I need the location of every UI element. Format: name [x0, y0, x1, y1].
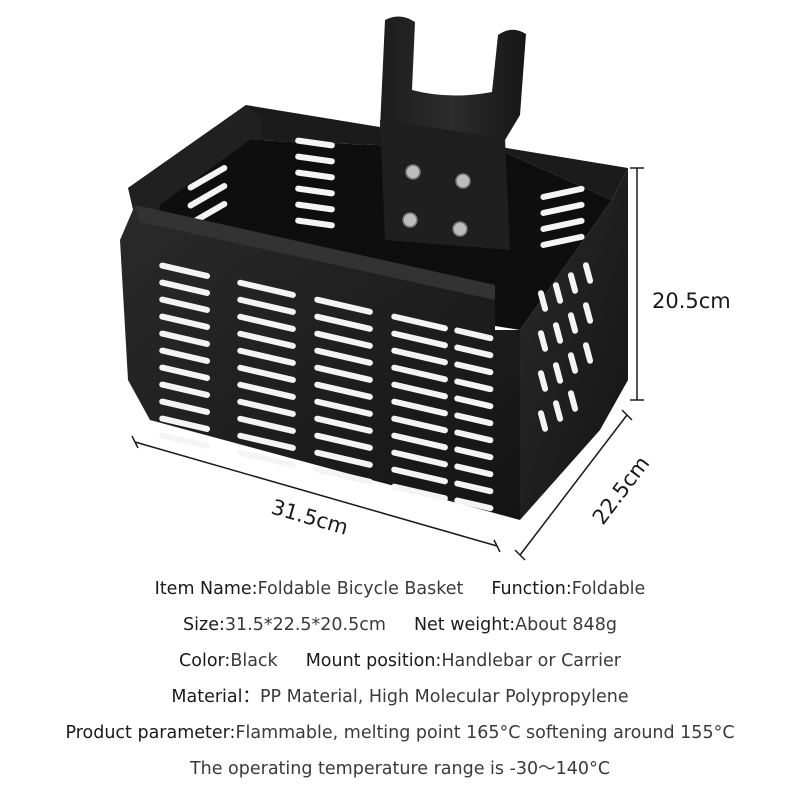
material-key: Material： — [171, 687, 260, 707]
item-name-key: Item Name: — [154, 579, 258, 599]
depth-dimension-label: 22.5cm — [588, 452, 655, 529]
basket-slot — [391, 415, 448, 434]
basket-slot — [454, 344, 494, 359]
basket-slot — [159, 296, 211, 313]
basket-slot — [159, 432, 211, 449]
size-value: 31.5*22.5*20.5cm — [224, 615, 386, 635]
basket-slot — [237, 432, 296, 451]
basket-slot — [454, 429, 494, 444]
net-weight-key: Net weight: — [413, 615, 516, 635]
basket-slot — [391, 347, 448, 366]
basket-slot — [454, 463, 494, 478]
front-slot-grid — [159, 262, 494, 512]
basket-slot — [391, 330, 448, 349]
basket-slot — [237, 449, 296, 468]
basket-slot — [314, 313, 373, 332]
basket-slot — [391, 466, 448, 485]
basket-slot — [454, 378, 494, 393]
basket-slot — [314, 432, 373, 451]
spec-line-temperature: The operating temperature range is -30～1… — [0, 758, 800, 780]
basket-slot — [454, 446, 494, 461]
basket-slot — [454, 361, 494, 376]
spec-line-material: Material：PP Material, High Molecular Pol… — [0, 686, 800, 708]
dimension-lines — [131, 167, 644, 561]
basket-slot — [454, 412, 494, 427]
width-dimension-label: 31.5cm — [269, 495, 351, 540]
basket-slot — [314, 364, 373, 383]
mount-position-value: Handlebar or Carrier — [441, 651, 621, 671]
basket-slot — [454, 480, 494, 495]
basket-slot — [159, 262, 211, 279]
spec-line-parameter: Product parameter:Flammable, melting poi… — [0, 722, 800, 744]
handlebar-bracket — [380, 16, 526, 250]
basket-slot — [237, 313, 296, 332]
basket-slot — [237, 330, 296, 349]
basket-slot — [391, 398, 448, 417]
color-key: Color: — [179, 651, 231, 671]
basket-slot — [454, 395, 494, 410]
material-value: PP Material, High Molecular Polypropylen… — [260, 687, 629, 707]
basket-slot — [237, 364, 296, 383]
basket-slot — [454, 327, 494, 342]
basket-slot — [237, 279, 296, 298]
basket-slot — [237, 296, 296, 315]
net-weight-value: About 848g — [515, 615, 617, 635]
product-parameter-key: Product parameter: — [65, 723, 236, 743]
height-dimension-label: 20.5cm — [652, 289, 731, 313]
basket-slot — [314, 466, 373, 485]
basket-slot — [314, 415, 373, 434]
bolt-icon — [405, 164, 421, 180]
product-parameter-value: Flammable, melting point 165°C softening… — [235, 723, 735, 743]
basket-slot — [454, 497, 494, 512]
basket-slot — [391, 364, 448, 383]
basket-slot — [159, 347, 211, 364]
basket-slot — [391, 313, 448, 332]
basket-slot — [391, 381, 448, 400]
product-figure: 31.5cm 22.5cm 20.5cm — [120, 16, 731, 561]
spec-line-size-weight: Size:31.5*22.5*20.5cm Net weight:About 84… — [0, 614, 800, 636]
basket-slot — [237, 347, 296, 366]
basket-slot — [159, 415, 211, 432]
basket-slot — [391, 449, 448, 468]
basket-slot — [159, 398, 211, 415]
bolt-icon — [455, 173, 471, 189]
basket-slot — [314, 296, 373, 315]
bolt-icon — [452, 221, 468, 237]
size-key: Size: — [183, 615, 225, 635]
basket-slot — [314, 381, 373, 400]
basket-slot — [159, 313, 211, 330]
basket-slot — [159, 381, 211, 398]
basket-slot — [159, 279, 211, 296]
basket-image — [120, 16, 628, 520]
basket-slot — [391, 483, 448, 502]
mount-position-key: Mount position: — [305, 651, 442, 671]
basket-slot — [159, 364, 211, 381]
function-value: Foldable — [571, 579, 646, 599]
basket-slot — [314, 398, 373, 417]
basket-slot — [314, 330, 373, 349]
spec-line-name-function: Item Name:Foldable Bicycle Basket Functio… — [0, 578, 800, 600]
spec-line-color-mount: Color:Black Mount position:Handlebar or C… — [0, 650, 800, 672]
basket-slot — [314, 449, 373, 468]
temperature-range-text: The operating temperature range is -30～1… — [189, 759, 611, 779]
function-key: Function: — [491, 579, 572, 599]
basket-slot — [159, 330, 211, 347]
bolt-icon — [402, 212, 418, 228]
basket-slot — [391, 432, 448, 451]
basket-slot — [237, 381, 296, 400]
basket-slot — [314, 347, 373, 366]
basket-slot — [237, 398, 296, 417]
item-name-value: Foldable Bicycle Basket — [257, 579, 464, 599]
basket-right-wall — [520, 168, 628, 520]
color-value: Black — [230, 651, 278, 671]
basket-slot — [237, 415, 296, 434]
